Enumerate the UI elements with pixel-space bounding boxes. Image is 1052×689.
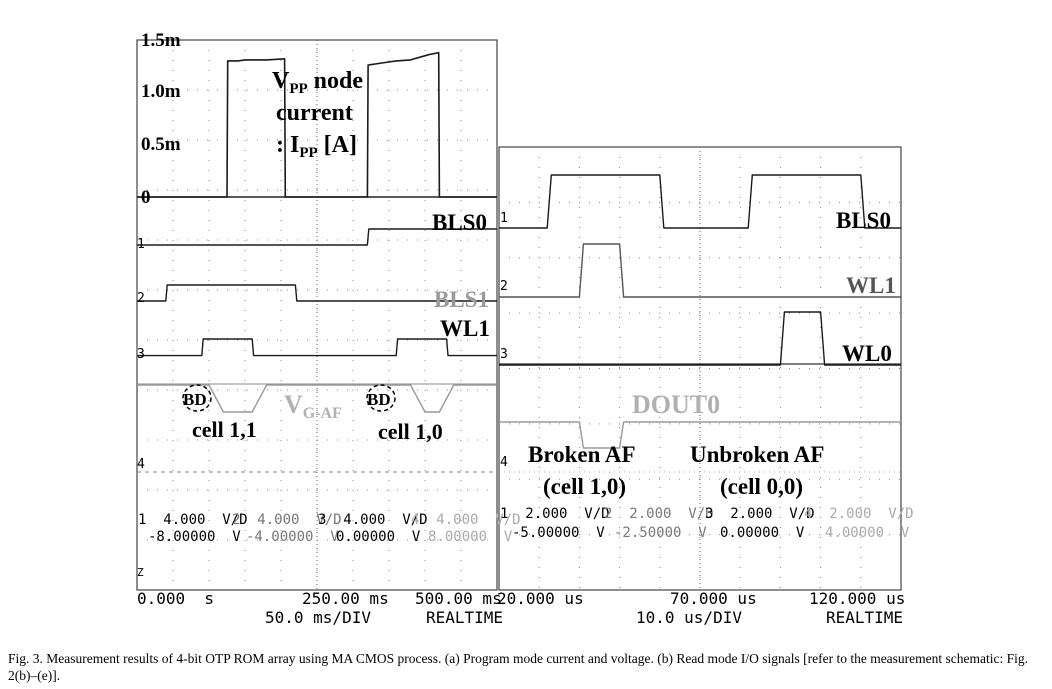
time-center-b: 70.000 us (670, 589, 757, 608)
dout0-label: DOUT0 (632, 390, 720, 419)
time-mode-b: REALTIME (826, 608, 903, 627)
channel-marker: 4 (137, 457, 145, 472)
scale-readout: 2 4.000 V/D (232, 512, 342, 528)
wl1-label-b: WL1 (846, 273, 896, 298)
dout0-trace (499, 421, 901, 449)
ytick-label: 1.5m (141, 30, 181, 51)
unbroken-af-label: Unbroken AF (690, 442, 824, 467)
bls0-label-a: BLS0 (432, 210, 487, 235)
bd-label-right: BD (367, 390, 391, 409)
channel-marker: 3 (500, 347, 508, 362)
broken-af-label: Broken AF (528, 442, 636, 467)
channel-marker: 2 (137, 291, 145, 306)
time-start-a: 0.000 s (137, 589, 214, 608)
wl0-label-b: WL0 (842, 341, 892, 366)
ytick-label: 0.5m (141, 134, 181, 155)
scale-readout: -5.00000 V (512, 525, 605, 541)
time-start-b: 20.000 us (497, 589, 584, 608)
ipp-title-line2: current (276, 100, 353, 126)
scale-readout: 0.00000 V (336, 529, 421, 545)
scale-readout: 2 2.000 V/D (604, 506, 714, 522)
ipp-title-line3: : IPP [A] (276, 132, 357, 161)
wl0-trace-b (499, 311, 901, 366)
wl1-label-a: WL1 (440, 316, 490, 341)
scale-readout: -8.00000 V (148, 529, 241, 545)
time-mode-a: REALTIME (426, 608, 503, 627)
ipp-trace (137, 51, 497, 198)
time-perdiv-b: 10.0 us/DIV (636, 608, 742, 627)
channel-marker: 2 (500, 279, 508, 294)
bd-marker-left (182, 384, 212, 412)
scale-readout: 4.00000 V (825, 525, 910, 541)
scale-readout: 0.00000 V (720, 525, 805, 541)
broken-cell-label: (cell 1,0) (543, 474, 626, 499)
cell-label-left: cell 1,1 (192, 417, 257, 442)
scale-readout: 1 2.000 V/D (500, 506, 610, 522)
wl1-trace-b (499, 243, 901, 298)
label-layer: 1.5m 1.0m 0.5m 0 VPP node current : IPP … (137, 30, 914, 627)
channel-marker: 4 (500, 455, 508, 470)
ipp-title-line1: VPP node (272, 68, 363, 97)
time-end-a: 500.00 ms (415, 589, 502, 608)
time-center-a: 250.00 ms (302, 589, 389, 608)
scale-readout: -4.00000 V (246, 529, 339, 545)
scale-readout: 1 4.000 V/D (138, 512, 248, 528)
channel-marker: Z (137, 566, 144, 579)
time-end-b: 120.000 us (809, 589, 905, 608)
scale-readout: -2.50000 V (614, 525, 707, 541)
unbroken-cell-label: (cell 0,0) (720, 474, 803, 499)
grid-layer (136, 39, 902, 591)
ytick-label: 1.0m (141, 81, 181, 102)
bd-marker-right (366, 384, 396, 412)
scale-readout: 3 2.000 V/D (705, 506, 815, 522)
trace-layer (137, 51, 901, 449)
bls0-trace (137, 228, 497, 246)
ytick-label: 0 (141, 187, 151, 208)
time-perdiv-a: 50.0 ms/DIV (265, 608, 371, 627)
scale-readout: 8.00000 V (428, 529, 513, 545)
wl1-trace (137, 338, 497, 357)
vgaf-trace (137, 384, 497, 413)
vgaf-label: VG-AF (284, 390, 342, 422)
channel-marker: 3 (137, 347, 145, 362)
bls0-trace-b (499, 174, 901, 229)
scale-readout: 4 4.000 V/D (411, 512, 521, 528)
bls0-label-b: BLS0 (836, 208, 891, 233)
figure-caption: Fig. 3. Measurement results of 4-bit OTP… (8, 651, 1029, 683)
bls1-label: BLS1 (434, 287, 489, 312)
scale-readout: 3 4.000 V/D (318, 512, 428, 528)
bls1-trace (137, 284, 497, 302)
bd-label-left: BD (183, 390, 207, 409)
channel-marker: 1 (137, 237, 145, 252)
scale-readout: 4 2.000 V/D (804, 506, 914, 522)
cell-label-right: cell 1,0 (378, 419, 443, 444)
channel-marker: 1 (500, 211, 508, 226)
